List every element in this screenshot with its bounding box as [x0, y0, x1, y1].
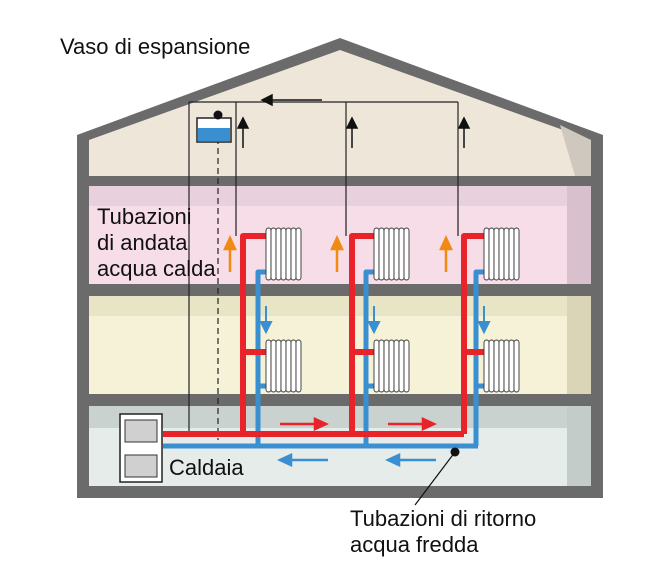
expansion-tank-label: Vaso di espansione: [60, 34, 250, 59]
attic-room: [89, 50, 591, 176]
flow-arrow-icon: [259, 306, 273, 335]
radiator-icon: [483, 339, 520, 393]
attic-shade: [560, 125, 591, 176]
flow-arrow-icon: [439, 234, 453, 272]
flow-arrow-icon: [384, 453, 436, 467]
middle-floor-shade: [567, 296, 591, 394]
radiator-icon: [373, 227, 410, 281]
ground-floor-shade: [567, 406, 591, 486]
house-cross-section: [77, 38, 603, 498]
return-leader: [414, 447, 460, 506]
middle-floor-ceiling-band: [89, 296, 591, 316]
flow-arrow-icon: [223, 234, 237, 272]
flow-arrow-icon: [276, 453, 328, 467]
cold-down-arrows: [259, 306, 491, 335]
hot-pipe: [461, 233, 484, 434]
top-floor-ceiling-band: [89, 186, 591, 206]
radiator-icon: [265, 339, 302, 393]
flow-arrow-icon: [280, 417, 330, 431]
hot-right-arrows: [280, 417, 438, 431]
radiator-icon: [265, 227, 302, 281]
boiler-icon: [119, 413, 163, 483]
top-floor-shade: [567, 186, 591, 284]
supply-pipes-label-line3: acqua calda: [97, 256, 216, 281]
radiator-icon: [373, 339, 410, 393]
supply-pipes-label-line1: Tubazioni: [97, 204, 192, 229]
radiator-icon: [483, 227, 520, 281]
return-pipes-label-line1: Tubazioni di ritorno: [350, 506, 536, 531]
attic-flow-arrows: [236, 93, 471, 148]
hot-supply-pipes: [163, 233, 484, 437]
radiators: [265, 227, 520, 393]
return-pipes-label-line2: acqua fredda: [350, 532, 479, 557]
hot-pipe: [240, 233, 266, 434]
supply-pipes-label-line2: di andata: [97, 230, 188, 255]
hot-pipe: [349, 233, 374, 434]
boiler-label: Caldaia: [169, 455, 244, 480]
expansion-tank-icon: [196, 110, 232, 143]
flow-arrow-icon: [330, 234, 344, 272]
cold-left-arrows: [276, 453, 436, 467]
flow-arrow-icon: [477, 306, 491, 335]
flow-arrow-icon: [367, 306, 381, 335]
ground-floor-ceiling-band: [89, 406, 591, 428]
flow-arrow-icon: [388, 417, 438, 431]
expansion-risers: [188, 101, 459, 440]
hot-up-arrows: [223, 234, 453, 272]
